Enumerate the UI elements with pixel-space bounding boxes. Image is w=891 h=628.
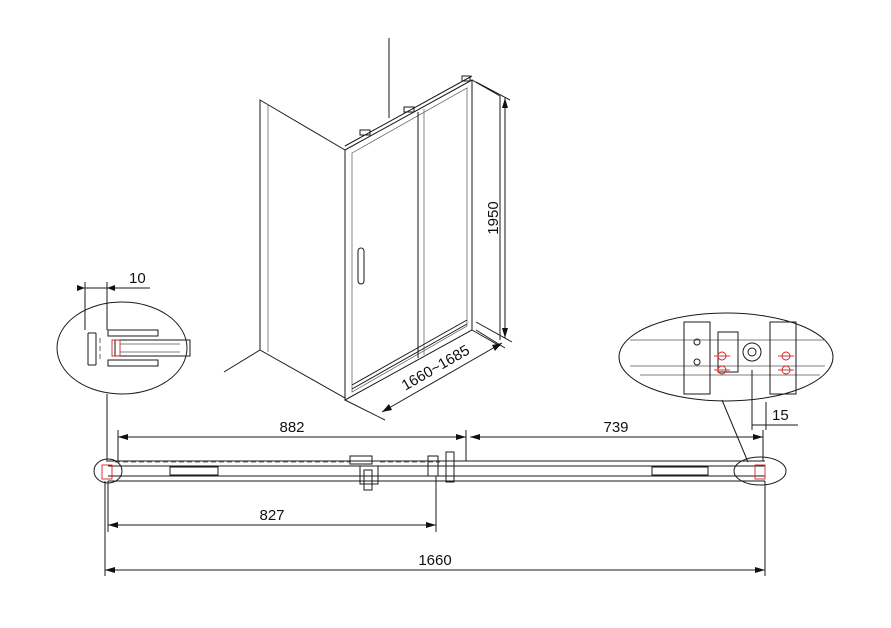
profile-width-label: 10 bbox=[129, 270, 146, 287]
door-span-label: 827 bbox=[259, 507, 284, 524]
right-offset-label: 15 bbox=[772, 407, 789, 424]
plan-view bbox=[93, 430, 787, 576]
right-span-label: 739 bbox=[603, 419, 628, 436]
right-roller-detail bbox=[618, 312, 834, 463]
left-profile-detail bbox=[56, 282, 191, 462]
height-dimension-label: 1950 bbox=[485, 201, 502, 234]
left-span-label: 882 bbox=[279, 419, 304, 436]
total-width-label: 1660 bbox=[418, 552, 451, 569]
isometric-view bbox=[223, 38, 513, 421]
